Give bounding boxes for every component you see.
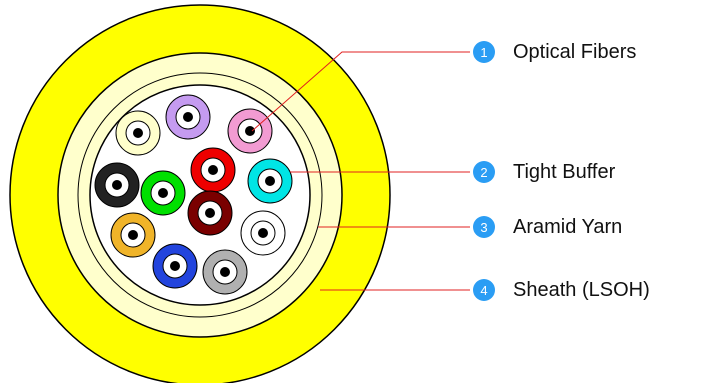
legend-label-sheath: Sheath (LSOH): [513, 278, 650, 301]
fiber-core: [245, 126, 255, 136]
aramid-yarn-boundary: [77, 72, 323, 318]
badge-1: 1: [473, 41, 495, 63]
fiber-core: [128, 230, 138, 240]
fiber-brown: [187, 190, 233, 236]
fiber-orange: [110, 212, 156, 258]
fiber-core: [133, 128, 143, 138]
fiber-ivory: [115, 110, 161, 156]
fiber-core: [220, 267, 230, 277]
legend-label-optical-fibers: Optical Fibers: [513, 40, 637, 63]
leader-lines: [251, 51, 470, 291]
fiber-group: [94, 94, 293, 295]
fiber-blue: [152, 243, 198, 289]
legend-label-aramid-yarn: Aramid Yarn: [513, 215, 623, 238]
fiber-core: [205, 208, 215, 218]
fiber-slate: [202, 249, 248, 295]
fiber-core: [170, 261, 180, 271]
fiber-black: [94, 162, 140, 208]
fiber-core: [158, 188, 168, 198]
legend-item-sheath: 4 Sheath (LSOH): [473, 278, 650, 302]
badge-4: 4: [473, 279, 495, 301]
fiber-core: [265, 176, 275, 186]
fiber-core: [112, 180, 122, 190]
legend-label-tight-buffer: Tight Buffer: [513, 160, 616, 183]
fiber-aqua: [247, 158, 293, 204]
fiber-rose: [227, 108, 273, 154]
leader-line-optical-fibers: [251, 51, 470, 132]
fiber-white: [240, 210, 286, 256]
legend-item-tight-buffer: 2 Tight Buffer: [473, 160, 615, 184]
fiber-violet: [165, 94, 211, 140]
fiber-core: [208, 165, 218, 175]
legend-item-optical-fibers: 1 Optical Fibers: [473, 40, 636, 64]
badge-2: 2: [473, 161, 495, 183]
fiber-green: [140, 170, 186, 216]
badge-3: 3: [473, 216, 495, 238]
fiber-core: [183, 112, 193, 122]
fiber-red: [190, 147, 236, 193]
legend-item-aramid-yarn: 3 Aramid Yarn: [473, 215, 622, 239]
fiber-core: [258, 228, 268, 238]
